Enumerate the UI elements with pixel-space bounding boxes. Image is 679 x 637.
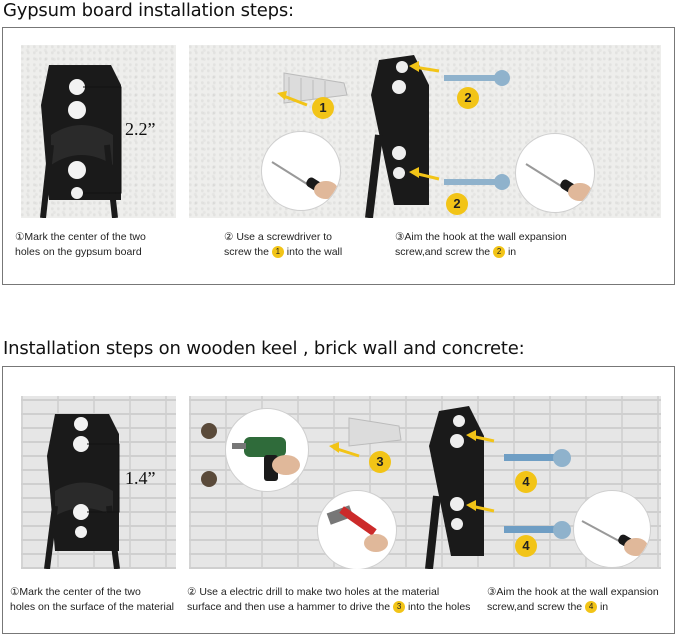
step1-caption: ①Mark the center of the two holes on the… xyxy=(15,231,146,258)
inline-number-badge: 2 xyxy=(493,246,506,259)
brick-steps-panel: 1.4” xyxy=(2,366,675,634)
hook-bracket-illustration xyxy=(40,65,122,218)
hammer-inset xyxy=(317,490,397,569)
dimension-label: 1.4” xyxy=(125,468,156,488)
step-badge: 3 xyxy=(369,451,391,473)
gypsum-install-photo: 1 2 2 xyxy=(189,45,661,218)
step2-caption: ② Use a electric drill to make two holes… xyxy=(187,586,471,614)
gypsum-steps-panel: 2.2” xyxy=(2,27,675,285)
hook-bracket-illustration xyxy=(44,414,120,569)
screwdriver-icon xyxy=(525,163,592,201)
screw-icon xyxy=(444,174,510,190)
step-badge: 2 xyxy=(457,87,479,109)
hammer-icon xyxy=(326,505,388,552)
wall-anchor-icon xyxy=(348,417,402,447)
step-badge: 2 xyxy=(446,193,468,215)
brick-hook-photo: 1.4” xyxy=(21,396,176,569)
inline-number-badge: 4 xyxy=(585,601,598,614)
section-title-gypsum: Gypsum board installation steps: xyxy=(3,0,294,21)
step3-caption: ③Aim the hook at the wall expansion scre… xyxy=(395,231,567,259)
screwdriver-inset xyxy=(573,490,651,568)
step2-caption: ② Use a screwdriver to screw the 1 into … xyxy=(224,231,343,259)
step1-caption: ①Mark the center of the two holes on the… xyxy=(10,586,175,613)
screw-icon xyxy=(504,521,571,539)
install-illustration xyxy=(201,406,571,569)
screwdriver-icon xyxy=(581,520,648,556)
screw-icon xyxy=(504,449,571,467)
inline-number-badge: 1 xyxy=(271,246,284,259)
screwdriver-inset xyxy=(261,131,341,211)
step-badge: 4 xyxy=(515,535,537,557)
gypsum-hook-photo: 2.2” xyxy=(21,45,176,218)
step-badge: 1 xyxy=(312,97,334,119)
screwdriver-icon xyxy=(271,161,338,199)
section-title-wood-brick: Installation steps on wooden keel , bric… xyxy=(3,338,525,359)
screwdriver-inset xyxy=(515,133,595,213)
dimension-label: 2.2” xyxy=(125,119,156,139)
inline-number-badge: 3 xyxy=(393,601,406,614)
step-badge: 4 xyxy=(515,471,537,493)
screw-icon xyxy=(444,70,510,86)
brick-install-photo: 3 4 4 xyxy=(189,396,661,569)
drill-inset xyxy=(225,408,309,492)
wall-anchor-icon xyxy=(283,72,348,104)
electric-drill-icon xyxy=(232,437,300,481)
step3-caption: ③Aim the hook at the wall expansion scre… xyxy=(487,586,659,614)
install-illustration xyxy=(277,55,510,218)
